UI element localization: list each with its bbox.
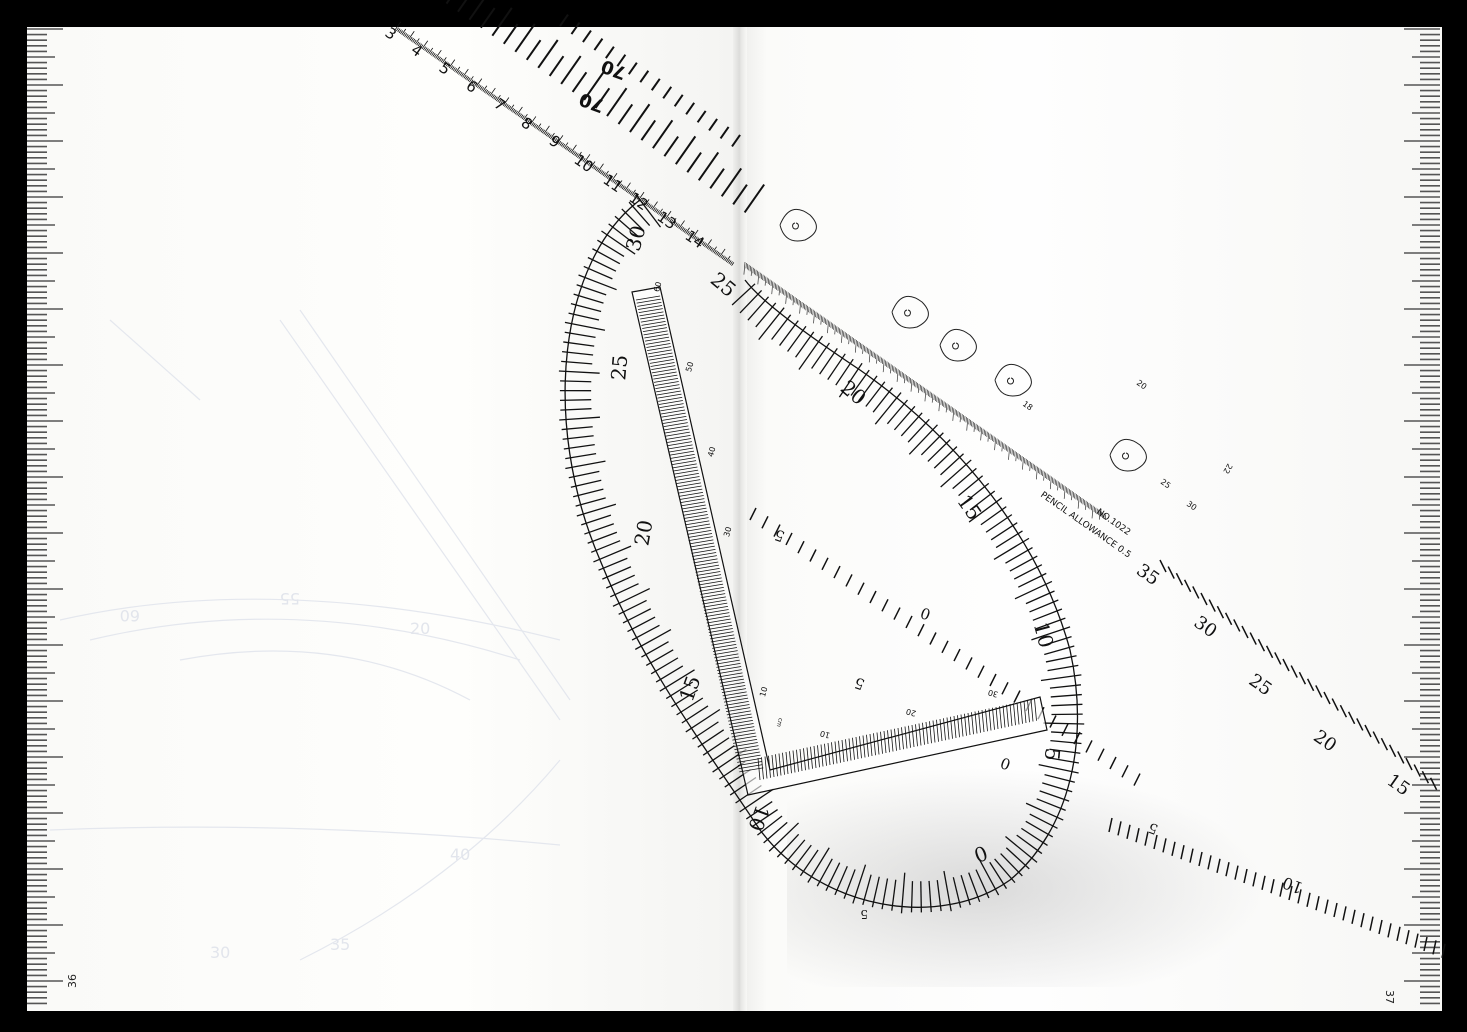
french-curve [558,194,1085,914]
scale-label: 20 [836,375,871,410]
scale-label: 30 [1185,499,1199,512]
scale-label: 40 [706,446,717,458]
ghost-rulers [49,309,571,961]
scale-label: 35 [1132,560,1163,590]
scale-label: 20 [629,518,657,547]
scale-label: 25 [606,354,632,381]
pencil-ruler-labels: PENCIL ALLOWANCE 0.5 NO.1022 20 18 25 30… [1021,378,1234,560]
scale-label: 18 [1021,399,1035,412]
long-diagonal-ruler [394,0,765,266]
scale-label: 30 [621,223,651,254]
scale-label: 5 [436,59,454,79]
svg-text:60: 60 [120,606,140,625]
right-edge-scale [1404,28,1440,1005]
svg-text:20: 20 [410,619,430,638]
pencil-allowance-ruler [743,208,1147,520]
page-number-right: 37 [1383,990,1396,1004]
svg-text:35: 35 [330,935,350,954]
scale-label: 5 [860,907,868,921]
scale-label: 70 [577,88,608,116]
svg-text:30: 30 [210,943,230,962]
scale-label: 50 [684,361,695,373]
scale-label: 0 [971,841,991,868]
scale-label: 60 [652,281,663,293]
scale-label: 22 [1221,462,1234,475]
scale-label: 25 [1159,477,1173,490]
scale-label: 4 [408,41,426,61]
scale-label: 10 [571,151,597,177]
book-spread [27,27,1442,1011]
l-square-ruler [631,286,1048,796]
scale-label: 25 [1245,670,1276,700]
scale-label: 11 [600,171,626,197]
scale-label: 13 [654,208,680,234]
svg-text:55: 55 [280,589,300,608]
scale-label: 10 [743,802,774,834]
scale-label: 0 [918,603,933,623]
page-number-left: 36 [66,974,79,988]
scale-label: 20 [1135,378,1149,391]
left-page [27,27,739,1011]
scale-label: 10 [1280,873,1306,898]
scale-label: 5 [1040,747,1065,762]
scale-label: 30 [1190,612,1221,642]
unit-label: cm [775,717,784,728]
scale-label: 0 [998,753,1013,773]
scale-label: 5 [1147,819,1161,837]
left-edge-scale [27,28,63,1005]
scale-label: 10 [758,686,769,698]
ghost-labels: 60 55 20 40 35 30 [120,589,471,962]
scale-label: 10 [819,729,831,740]
scale-label: 30 [722,526,733,538]
scale-label: 10 [1029,619,1059,650]
scale-label: 20 [1309,726,1340,756]
scale-label: 20 [905,707,917,718]
right-page [739,27,1442,1011]
diagonal-scale [749,507,1446,958]
scale-label: 15 [1383,770,1414,800]
scale-label: 15 [952,490,986,525]
l-square-labels: 60 50 40 30 10 10 20 30 cm [652,281,999,740]
scale-label: 5 [852,673,867,693]
scale-label: 3 [382,24,400,44]
scale-label: 70 [599,55,630,83]
scale-label: 25 [706,267,741,302]
scale-label: 9 [546,132,564,152]
scale-label: 30 [987,688,999,699]
svg-text:40: 40 [450,845,470,864]
